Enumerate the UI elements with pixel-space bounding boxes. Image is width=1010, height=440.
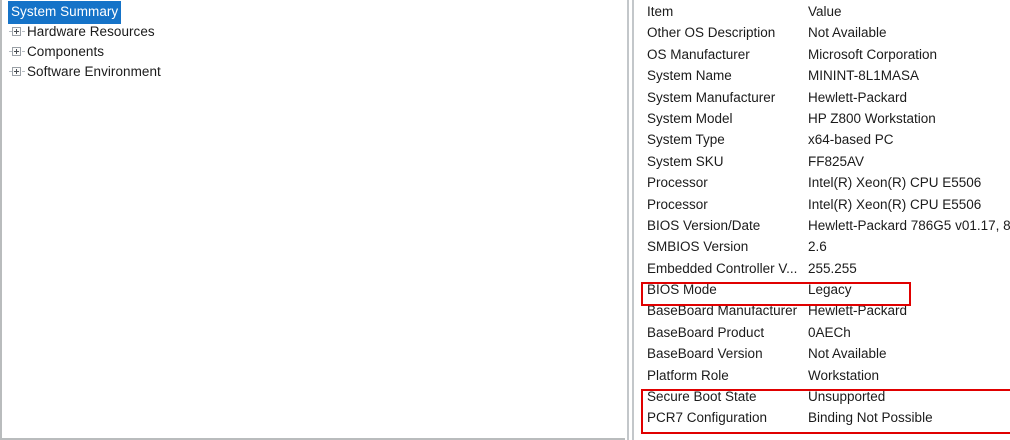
cell-value: Binding Not Possible [808,410,933,426]
cell-item: BaseBoard Product [647,324,765,340]
splitter-line-left [627,0,629,440]
cell-value: Value [808,4,842,19]
column-header-row[interactable]: Item Value [637,1,1010,22]
table-row[interactable]: System Manufacturer Hewlett-Packard [637,87,1010,108]
table-row[interactable]: Embedded Controller V... 255.255 [637,258,1010,279]
table-row[interactable]: OS Manufacturer Microsoft Corporation [637,44,1010,65]
cell-item: Item [647,4,674,19]
table-row[interactable]: BIOS Mode Legacy [637,279,1010,300]
cell-item: System Manufacturer [647,89,776,105]
cell-value: x64-based PC [808,132,894,148]
cell-value: HP Z800 Workstation [808,110,936,126]
table-row[interactable]: Processor Intel(R) Xeon(R) CPU E5506 [637,172,1010,193]
cell-item: System Name [647,68,732,84]
table-row[interactable]: Platform Role Workstation [637,365,1010,386]
table-row[interactable]: System SKU FF825AV [637,151,1010,172]
cell-item: System SKU [647,153,724,169]
expand-plus-icon[interactable] [9,44,26,60]
cell-value: Unsupported [808,389,886,405]
tree-item-system-summary[interactable]: System Summary [2,0,625,24]
cell-item: System Type [647,132,725,148]
table-row[interactable]: BaseBoard Product 0AECh [637,322,1010,343]
cell-item: OS Manufacturer [647,46,750,62]
cell-item: Embedded Controller V... [647,260,798,276]
table-row[interactable]: BIOS Version/Date Hewlett-Packard 786G5 v… [637,215,1010,236]
pane-splitter[interactable] [625,0,637,440]
cell-value: 2.6 [808,239,827,255]
cell-value: MININT-8L1MASA [808,68,920,84]
table-row[interactable]: System Model HP Z800 Workstation [637,108,1010,129]
cell-item: BaseBoard Version [647,346,763,362]
cell-item: BaseBoard Manufacturer [647,303,798,319]
cell-item: Platform Role [647,367,729,383]
table-row[interactable]: System Name MININT-8L1MASA [637,65,1010,86]
cell-value: 255.255 [808,260,857,276]
cell-value: Intel(R) Xeon(R) CPU E5506 [808,175,982,191]
cell-item: Secure Boot State [647,389,757,405]
tree-item-label: Hardware Resources [27,24,155,39]
tree-item-components[interactable]: Components [2,42,625,62]
tree-item-label: System Summary [8,0,122,24]
tree-item-software-environment[interactable]: Software Environment [2,62,625,82]
table-row[interactable]: Other OS Description Not Available [637,22,1010,43]
table-row[interactable]: BaseBoard Manufacturer Hewlett-Packard [637,300,1010,321]
tree-item-label: Components [27,44,105,59]
cell-value: Hewlett-Packard [808,303,908,319]
table-row[interactable]: System Type x64-based PC [637,129,1010,150]
table-row[interactable]: SMBIOS Version 2.6 [637,236,1010,257]
cell-value: 0AECh [808,324,851,340]
splitter-line-right [632,0,634,440]
cell-item: System Model [647,110,733,126]
cell-value: Intel(R) Xeon(R) CPU E5506 [808,196,982,212]
cell-item: BIOS Mode [647,282,717,298]
cell-item: SMBIOS Version [647,239,749,255]
cell-value: Not Available [808,25,887,41]
cell-value: FF825AV [808,153,865,169]
expand-plus-icon[interactable] [9,64,26,80]
expand-plus-icon[interactable] [9,24,26,40]
cell-item: Processor [647,175,708,191]
cell-item: PCR7 Configuration [647,410,768,426]
cell-item: Processor [647,196,708,212]
table-row[interactable]: Processor Intel(R) Xeon(R) CPU E5506 [637,194,1010,215]
table-row[interactable]: PCR7 Configuration Binding Not Possible [637,407,1010,428]
cell-item: Other OS Description [647,25,776,41]
tree-item-label: Software Environment [27,64,161,79]
cell-value: Legacy [808,282,852,298]
cell-value: Hewlett-Packard [808,89,908,105]
cell-item: BIOS Version/Date [647,217,761,233]
cell-value: Hewlett-Packard 786G5 v01.17, 8/ [808,217,1010,233]
table-row[interactable]: Secure Boot State Unsupported [637,386,1010,407]
cell-value: Not Available [808,346,887,362]
table-row[interactable]: BaseBoard Version Not Available [637,343,1010,364]
tree-item-hardware-resources[interactable]: Hardware Resources [2,22,625,42]
cell-value: Workstation [808,367,880,383]
cell-value: Microsoft Corporation [808,46,938,62]
